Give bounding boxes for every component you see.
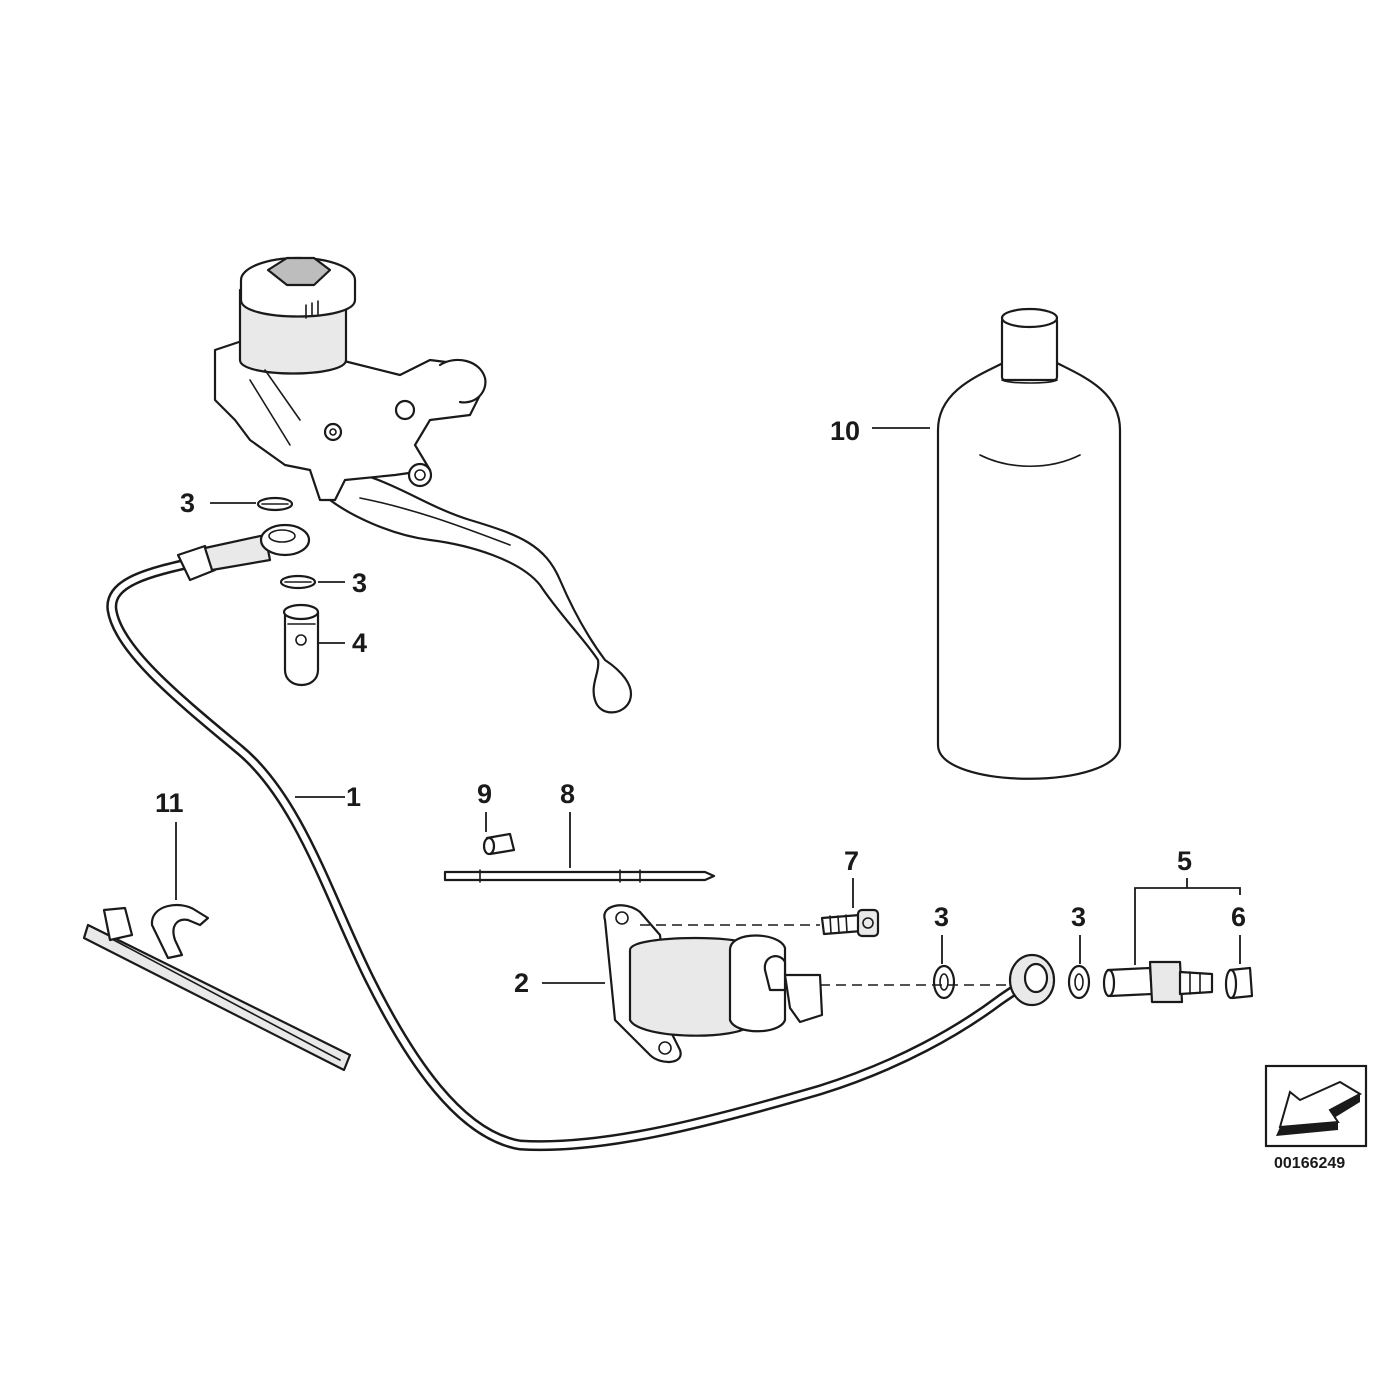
cylinder-screw — [820, 908, 880, 938]
callout-3-middle: 3 — [352, 568, 367, 598]
hose-line — [106, 523, 1056, 1152]
direction-arrow-icon — [1264, 1064, 1368, 1148]
callout-labels: 3 3 4 1 11 9 8 10 7 2 3 3 5 6 — [155, 416, 1246, 998]
sealing-washer-middle — [279, 574, 317, 590]
banjo-bolt — [282, 603, 320, 686]
callout-10: 10 — [830, 416, 860, 446]
cable-tie — [82, 903, 352, 1072]
master-cylinder-lever — [213, 256, 633, 714]
brake-fluid-bottle — [936, 307, 1122, 780]
callout-5: 5 — [1177, 846, 1192, 876]
leader-lines — [175, 427, 1241, 984]
sealing-washer-lower-right — [1067, 964, 1091, 1000]
sleeve — [482, 832, 516, 856]
push-rod — [443, 869, 716, 883]
sealing-washer-lower-left — [932, 964, 956, 1000]
bleeder-valve — [1102, 960, 1214, 1004]
callout-4: 4 — [352, 628, 367, 658]
callout-6: 6 — [1231, 902, 1246, 932]
sealing-washer-upper — [256, 496, 294, 512]
callout-2: 2 — [514, 968, 529, 998]
dust-cap — [1224, 966, 1254, 1000]
callout-1: 1 — [346, 782, 361, 812]
callout-8: 8 — [560, 779, 575, 809]
callout-11: 11 — [155, 788, 184, 818]
callout-3-upper: 3 — [180, 488, 195, 518]
callout-7: 7 — [844, 846, 859, 876]
assembly-lines — [640, 924, 1010, 986]
callout-9: 9 — [477, 779, 492, 809]
callout-3-lower-left: 3 — [934, 902, 949, 932]
callout-3-lower-right: 3 — [1071, 902, 1086, 932]
drawing-number: 00166249 — [1274, 1155, 1345, 1172]
slave-cylinder — [603, 904, 824, 1063]
